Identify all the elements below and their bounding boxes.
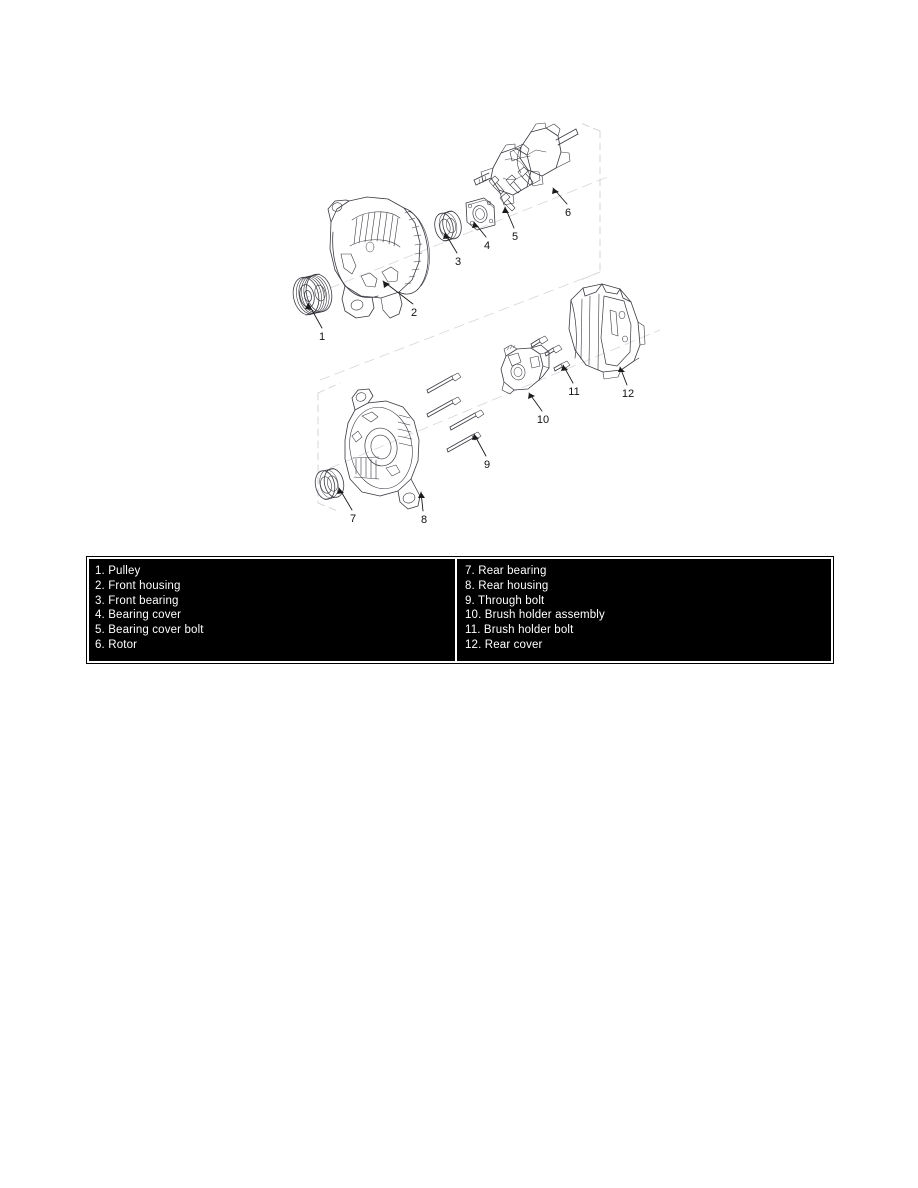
callout-number-6: 6 — [565, 207, 571, 219]
callout-number-12: 12 — [622, 388, 634, 400]
callout-arrowheads — [305, 188, 625, 498]
callout-number-4: 4 — [484, 240, 490, 252]
callout-number-1: 1 — [319, 331, 325, 343]
part-rear-bearing — [314, 468, 345, 500]
callout-number-11: 11 — [568, 386, 579, 398]
part-front-housing — [327, 196, 430, 319]
part-through-bolts — [426, 372, 485, 453]
callout-number-2: 2 — [411, 307, 417, 319]
legend-item: 4. Bearing cover — [95, 609, 182, 622]
part-bearing-cover-bolts — [488, 166, 534, 212]
part-rear-housing — [344, 388, 421, 510]
callout-numbers: 1 2 3 4 5 6 7 8 9 10 11 12 — [319, 207, 634, 526]
part-rotor — [473, 122, 579, 206]
legend-column-left: 1. Pulley 2. Front housing 3. Front bear… — [89, 559, 457, 661]
part-front-bearing — [434, 210, 462, 242]
legend-item: 8. Rear housing — [465, 579, 549, 592]
legend-item: 2. Front housing — [95, 579, 181, 592]
legend-item: 11. Brush holder bolt — [465, 624, 574, 637]
part-rear-cover — [568, 283, 646, 380]
callout-number-10: 10 — [537, 414, 549, 426]
alternator-diagram-svg: 1 2 3 4 5 6 7 8 9 10 11 12 — [292, 121, 661, 526]
part-bearing-cover — [465, 197, 496, 231]
legend-column-right: 7. Rear bearing 8. Rear housing 9. Throu… — [457, 559, 831, 661]
legend-item: 7. Rear bearing — [465, 565, 547, 577]
legend-item: 6. Rotor — [95, 638, 138, 651]
parts-legend: 1. Pulley 2. Front housing 3. Front bear… — [86, 556, 834, 664]
legend-item: 10. Brush holder assembly — [465, 609, 605, 622]
exploded-view-diagram: 1 2 3 4 5 6 7 8 9 10 11 12 — [0, 0, 918, 545]
legend-item: 3. Front bearing — [95, 594, 179, 607]
assembly-axis-guides — [299, 175, 661, 469]
callout-number-8: 8 — [421, 514, 427, 526]
part-brush-holder-assembly — [500, 344, 550, 395]
callout-number-9: 9 — [484, 459, 490, 471]
legend-item: 1. Pulley — [95, 565, 141, 577]
callout-number-7: 7 — [350, 513, 356, 525]
part-pulley — [292, 273, 333, 316]
part-brush-holder-bolts — [530, 335, 571, 372]
callout-number-5: 5 — [512, 231, 518, 243]
legend-item: 5. Bearing cover bolt — [95, 624, 204, 637]
legend-item: 12. Rear cover — [465, 638, 543, 651]
legend-item: 9. Through bolt — [465, 594, 545, 607]
callout-number-3: 3 — [455, 256, 461, 268]
